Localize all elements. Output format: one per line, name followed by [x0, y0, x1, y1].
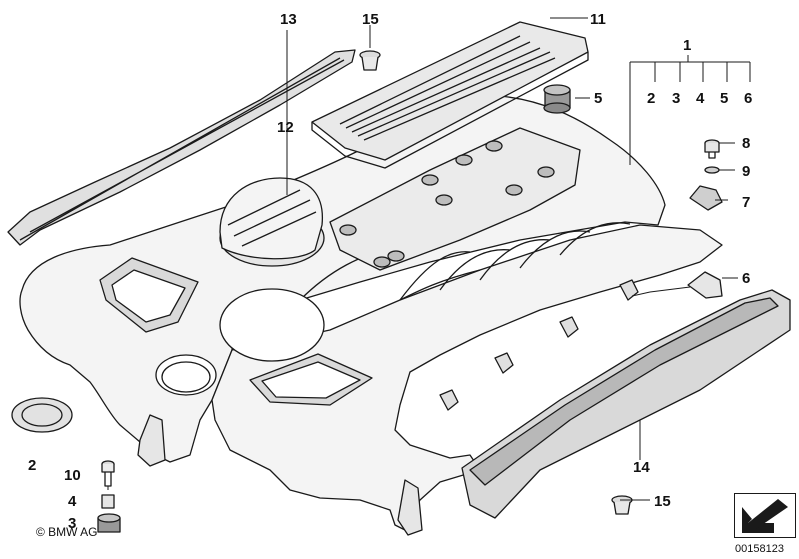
bracket-7 — [689, 185, 723, 211]
cover-ridges — [399, 222, 631, 301]
callout-6: 6 — [742, 270, 751, 287]
grommet-bottom — [611, 495, 633, 515]
callout-3: 3 — [68, 515, 77, 532]
leader-lines — [107, 17, 751, 501]
callout-7: 7 — [742, 194, 751, 211]
callout-9: 9 — [742, 163, 751, 180]
screw-8 — [704, 139, 720, 159]
callout-15-bottom: 15 — [654, 493, 671, 510]
cover-clips — [439, 279, 639, 411]
callout-1: 1 — [683, 37, 692, 54]
bolt-10 — [101, 460, 115, 487]
callout-2-group: 2 — [647, 90, 656, 107]
cover-mount-left — [137, 414, 166, 467]
callout-15-top: 15 — [362, 11, 379, 28]
callout-13: 13 — [280, 11, 297, 28]
callout-5-group: 5 — [720, 90, 729, 107]
engine-cover-lower — [211, 224, 723, 531]
part-number: 00158123 — [735, 543, 784, 555]
right-side-strip — [461, 289, 791, 519]
orientation-arrow-icon — [734, 493, 796, 538]
cover-mount-right — [397, 479, 423, 536]
grommet-top — [359, 50, 381, 71]
callout-6-group: 6 — [744, 90, 753, 107]
washer-9 — [704, 166, 720, 174]
left-side-strip — [7, 49, 356, 246]
bolt-holes — [339, 140, 555, 268]
oil-filler-cap — [219, 177, 325, 267]
callout-3-group: 3 — [672, 90, 681, 107]
rubber-mount — [543, 84, 571, 114]
callout-12: 12 — [277, 119, 294, 136]
callout-2: 2 — [28, 457, 37, 474]
callout-8: 8 — [742, 135, 751, 152]
rubber-3 — [97, 513, 121, 533]
clip-6 — [687, 271, 723, 299]
bmw-emblem — [11, 397, 73, 433]
callout-5: 5 — [594, 90, 603, 107]
copyright-text: © BMW AG — [36, 525, 98, 539]
top-trim-cover — [311, 21, 589, 169]
round-recess-small — [155, 354, 217, 396]
callout-14: 14 — [633, 459, 650, 476]
callout-10: 10 — [64, 467, 81, 484]
callout-4: 4 — [68, 493, 77, 510]
round-recess-left — [219, 288, 325, 362]
callout-4-group: 4 — [696, 90, 705, 107]
callout-11: 11 — [590, 11, 606, 28]
injector-plate — [329, 127, 581, 271]
bush-4 — [101, 494, 115, 509]
